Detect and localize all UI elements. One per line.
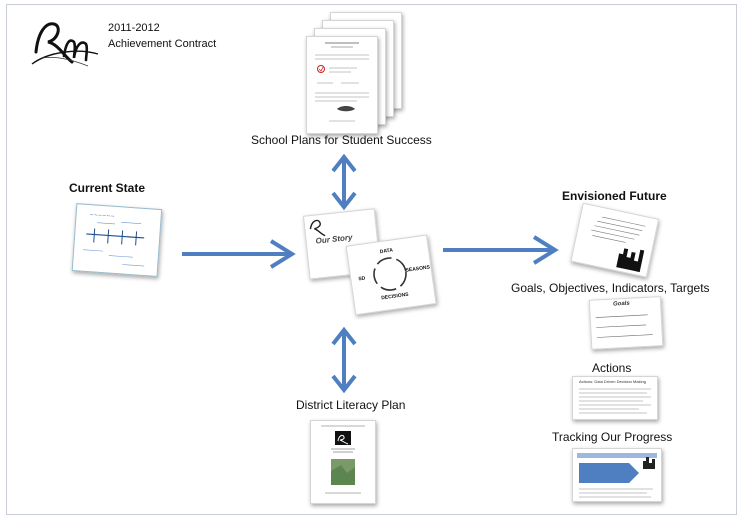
actions-lines-icon [579, 388, 651, 414]
label-tracking: Tracking Our Progress [552, 430, 673, 444]
arrow-school-plans-double [331, 153, 357, 211]
actions-doc: Actions: Data Driven Decision Making [572, 376, 658, 420]
label-school-plans: School Plans for Student Success [251, 133, 432, 147]
data-cycle-card: DATA SEASONS DECISIONS SD [345, 234, 437, 316]
current-state-card: ~~~~~~ [71, 203, 163, 277]
arrow-current-to-center [182, 239, 296, 269]
school-plans-stack [300, 12, 410, 134]
small-rm-logo-icon [309, 219, 326, 237]
cycle-label-left: SD [358, 275, 366, 283]
envisioned-future-card [570, 202, 660, 278]
plan-doc-front [306, 36, 378, 134]
goals-lines-icon [595, 314, 653, 338]
label-current-state: Current State [69, 181, 146, 195]
label-envisioned-future: Envisioned Future [562, 189, 667, 203]
label-district-literacy: District Literacy Plan [296, 398, 406, 412]
district-literacy-doc [310, 420, 376, 504]
diagram-frame [6, 4, 737, 515]
actions-thumb-heading: Actions: Data Driven Decision Making [579, 379, 646, 384]
label-goals: Goals, Objectives, Indicators, Targets [511, 281, 710, 295]
tracking-chart-icon [577, 453, 657, 498]
arrow-district-literacy-double [331, 326, 357, 394]
skyline-icon [591, 216, 646, 273]
label-actions: Actions [592, 361, 632, 375]
header-year: 2011-2012 [108, 22, 160, 34]
plan-doc-content-icon [315, 42, 369, 122]
rm-logo [28, 12, 100, 72]
tracking-doc [572, 448, 662, 502]
arrow-center-to-future [443, 235, 559, 265]
our-story-card: Our Story [302, 208, 382, 280]
header-title: Achievement Contract [108, 38, 217, 50]
svg-text:~~~~~~: ~~~~~~ [89, 212, 114, 220]
timeline-sketch-icon: ~~~~~~ [83, 212, 145, 267]
cycle-arrows-icon [373, 257, 407, 291]
goals-card: Goals [588, 296, 664, 350]
rm-logo-icon [31, 22, 99, 67]
literacy-doc-content-icon [321, 425, 365, 494]
